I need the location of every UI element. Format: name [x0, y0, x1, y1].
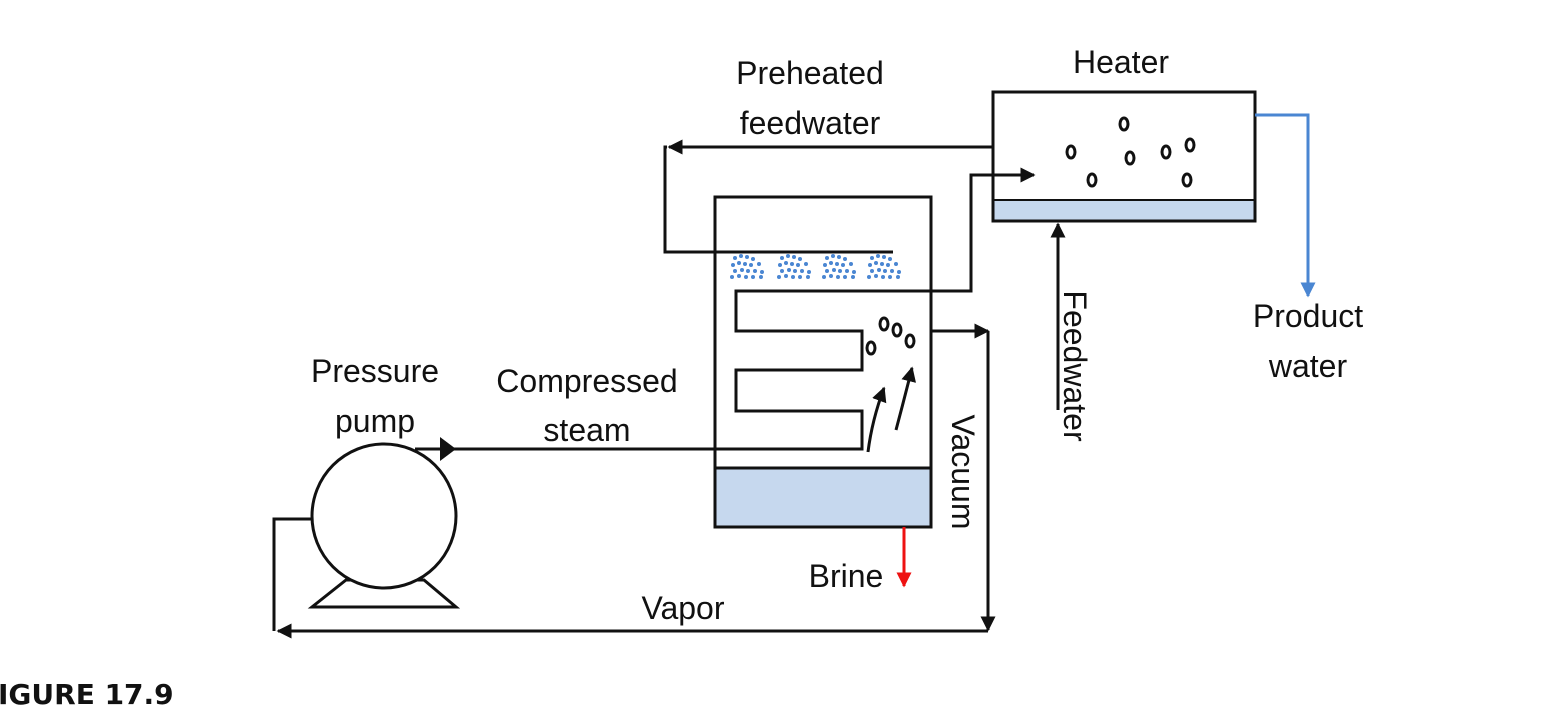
heater-label: Heater — [1073, 44, 1169, 80]
preheated-feedwater-line — [663, 145, 893, 254]
pressure-pump — [307, 442, 461, 609]
pressure-pump-label-line1: Pressure — [311, 353, 439, 389]
rising-vapor-arrows — [866, 366, 917, 453]
figure-caption: IGURE 17.9 — [0, 678, 174, 711]
heater-tank — [991, 90, 1257, 223]
evaporator-bubbles — [865, 316, 916, 356]
feedwater-label: Feedwater — [1057, 290, 1093, 442]
preheated-label-line1: Preheated — [736, 55, 884, 91]
compressed-steam-label-line2: steam — [543, 412, 630, 448]
steam-flow-arrowhead — [440, 437, 456, 461]
vapor-label: Vapor — [641, 590, 724, 626]
evaporator-vessel — [713, 195, 933, 529]
product-water-label-line1: Product — [1253, 298, 1363, 334]
vacuum-label: Vacuum — [945, 414, 981, 529]
product-water-label-line2: water — [1268, 348, 1348, 384]
pressure-pump-label-line2: pump — [335, 403, 415, 439]
spray-nozzles — [730, 254, 901, 279]
brine-label: Brine — [809, 558, 884, 594]
compressed-steam-coil — [415, 167, 1036, 451]
heater-bubbles — [1065, 116, 1196, 188]
preheated-label-line2: feedwater — [740, 105, 881, 141]
compressed-steam-label-line1: Compressed — [496, 363, 677, 399]
product-water-line — [1255, 113, 1316, 298]
